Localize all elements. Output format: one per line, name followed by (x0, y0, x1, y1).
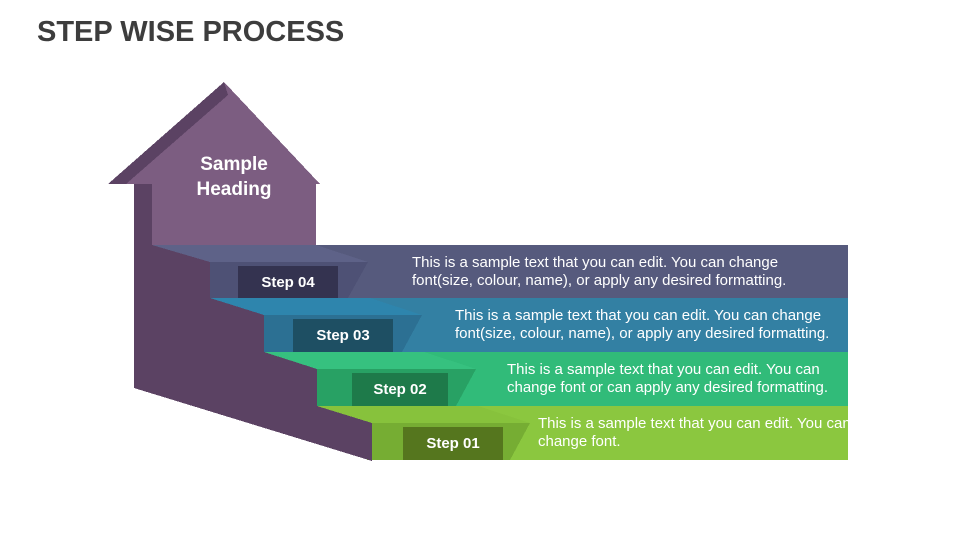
step-03-label[interactable]: Step 03 (316, 327, 370, 344)
arrow-head[interactable] (108, 82, 320, 184)
step-01-label[interactable]: Step 01 (426, 435, 480, 452)
step-04-tread (152, 245, 368, 262)
step-01-description[interactable]: This is a sample text that you can edit.… (538, 415, 851, 450)
step-04-label[interactable]: Step 04 (261, 273, 315, 291)
step-02-label[interactable]: Step 02 (373, 381, 427, 398)
step-03-tread (208, 298, 422, 315)
step-02-bar[interactable] (424, 352, 848, 406)
step-01-bar[interactable] (478, 406, 848, 460)
step-03-bar[interactable] (370, 298, 848, 352)
arrow-heading-text[interactable]: Sample Heading (196, 154, 272, 200)
step-04-bar[interactable] (316, 245, 848, 298)
step-02-description[interactable]: This is a sample text that you can edit.… (507, 361, 829, 396)
step-04-label-box[interactable] (238, 266, 338, 298)
step-03-label-box[interactable] (293, 319, 393, 352)
step-02-tread (262, 352, 476, 369)
step-01-tread (315, 406, 530, 423)
step-04-description[interactable]: This is a sample text that you can edit.… (412, 253, 787, 289)
page-title: STEP WISE PROCESS (37, 16, 345, 48)
staircase-side-wall (134, 184, 372, 461)
arrow-shaft[interactable] (152, 183, 316, 245)
step-01-label-box[interactable] (403, 427, 503, 460)
step-02-label-box[interactable] (352, 373, 448, 406)
step-03-description[interactable]: This is a sample text that you can edit.… (455, 307, 830, 342)
arrow-head-bevel (108, 82, 228, 184)
